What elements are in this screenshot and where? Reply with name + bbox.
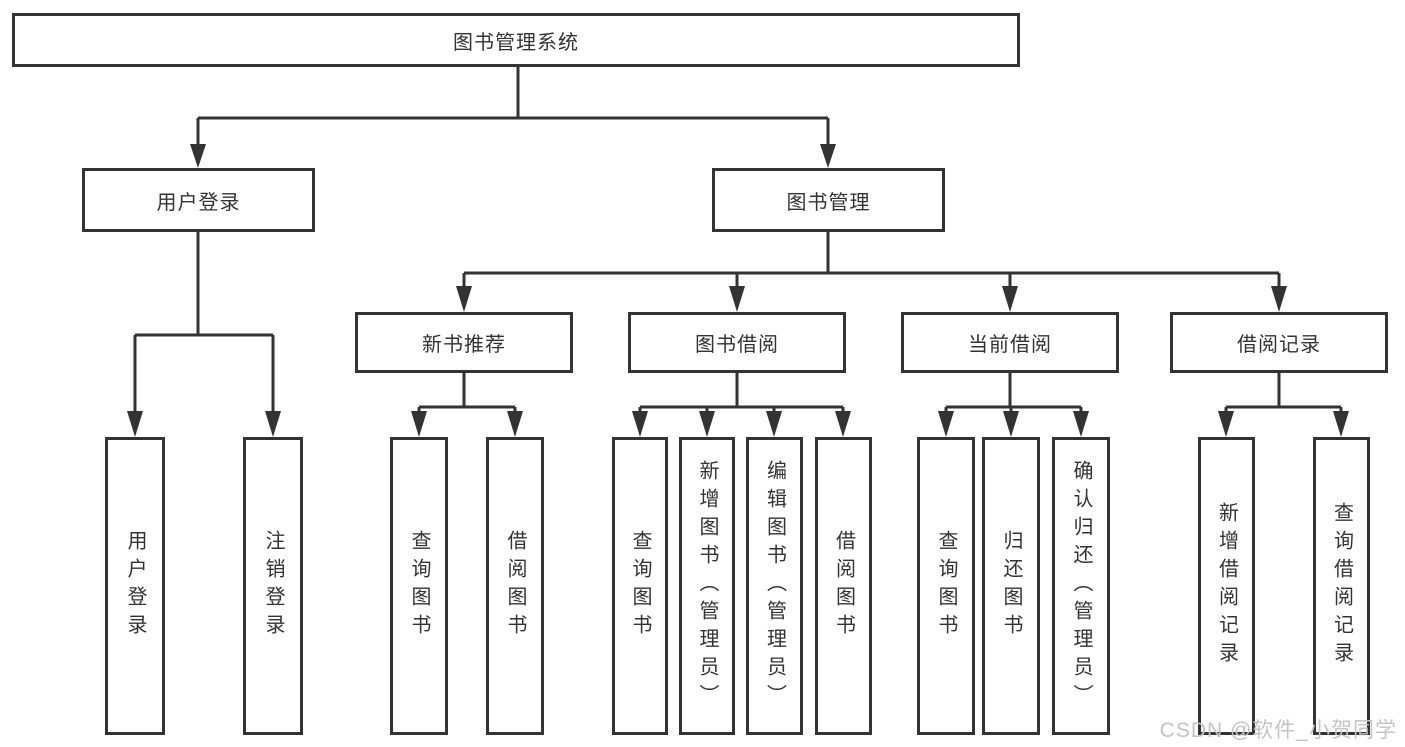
arrowheads <box>127 144 1349 437</box>
leaf-logout-login-label: 注销登录 <box>262 530 284 642</box>
leaf-add-books-admin: 新增图书（管理员） <box>679 437 735 735</box>
leaf-confirm-return-admin-label: 确认归还（管理员） <box>1070 460 1092 712</box>
leaf-add-borrow-record-label: 新增借阅记录 <box>1215 502 1238 670</box>
node-current-borrow-label: 当前借阅 <box>968 334 1052 356</box>
node-borrow-records: 借阅记录 <box>1170 312 1388 373</box>
leaf-return-books-label: 归还图书 <box>1000 530 1022 642</box>
leaf-query-books-recommend-label: 查询图书 <box>408 530 430 642</box>
node-book-management: 图书管理 <box>712 168 945 232</box>
node-new-book-recommend: 新书推荐 <box>355 312 573 373</box>
node-book-borrow-label: 图书借阅 <box>695 334 779 356</box>
leaf-borrow-books-borrow: 借阅图书 <box>815 437 872 735</box>
leaf-user-login-label: 用户登录 <box>124 530 146 642</box>
node-new-book-recommend-label: 新书推荐 <box>422 334 506 356</box>
leaf-user-login: 用户登录 <box>105 437 165 735</box>
leaf-borrow-books-recommend: 借阅图书 <box>486 437 544 735</box>
node-user-login: 用户登录 <box>82 168 315 232</box>
leaf-query-books-recommend: 查询图书 <box>390 437 448 735</box>
node-book-management-label: 图书管理 <box>786 191 871 214</box>
leaf-logout-login: 注销登录 <box>243 437 303 735</box>
leaf-borrow-books-recommend-label: 借阅图书 <box>504 530 526 642</box>
leaf-query-books-current-label: 查询图书 <box>935 530 957 642</box>
node-user-login-label: 用户登录 <box>156 191 241 214</box>
leaf-return-books: 归还图书 <box>982 437 1040 735</box>
leaf-edit-books-admin: 编辑图书（管理员） <box>746 437 803 735</box>
leaf-add-books-admin-label: 新增图书（管理员） <box>696 460 718 712</box>
leaf-edit-books-admin-label: 编辑图书（管理员） <box>763 460 786 712</box>
leaf-add-borrow-record: 新增借阅记录 <box>1198 437 1255 735</box>
leaf-confirm-return-admin: 确认归还（管理员） <box>1052 437 1110 735</box>
node-borrow-records-label: 借阅记录 <box>1237 334 1321 356</box>
leaf-query-books-current: 查询图书 <box>917 437 975 735</box>
leaf-query-borrow-record: 查询借阅记录 <box>1313 437 1370 735</box>
node-current-borrow: 当前借阅 <box>901 312 1119 373</box>
node-root-label: 图书管理系统 <box>453 31 579 54</box>
node-book-borrow: 图书借阅 <box>628 312 846 373</box>
leaf-query-books-borrow-label: 查询图书 <box>629 530 651 642</box>
leaf-query-borrow-record-label: 查询借阅记录 <box>1330 502 1353 670</box>
csdn-watermark: CSDN @软件_小贺同学 <box>1159 719 1397 742</box>
leaf-query-books-borrow: 查询图书 <box>612 437 668 735</box>
leaf-borrow-books-borrow-label: 借阅图书 <box>832 530 855 642</box>
node-root-system: 图书管理系统 <box>12 13 1020 67</box>
